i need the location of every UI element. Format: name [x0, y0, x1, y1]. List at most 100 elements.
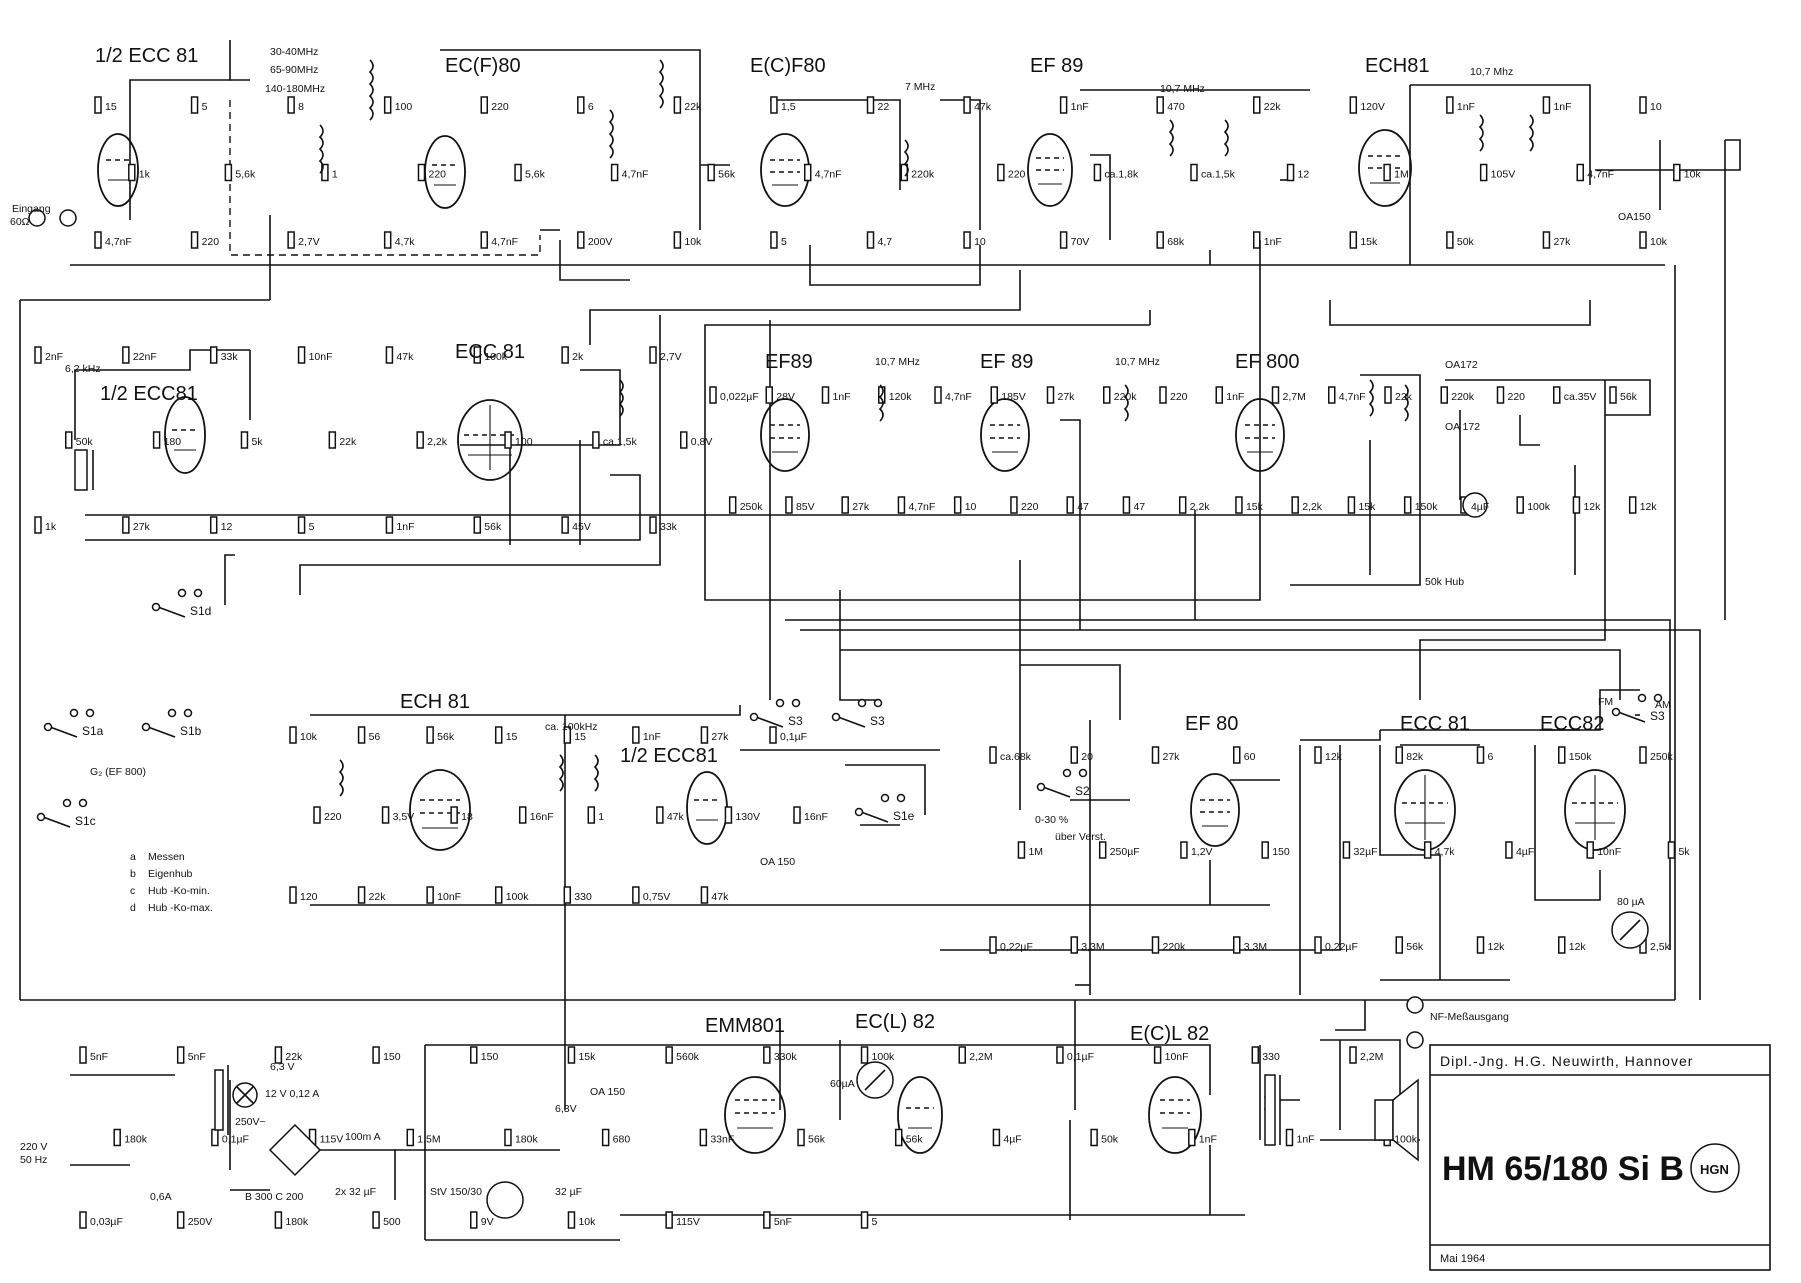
component-symbol — [34, 346, 42, 364]
tube-t17 — [897, 1076, 943, 1154]
component-symbol — [765, 386, 773, 404]
component-symbol — [190, 96, 199, 114]
component-symbol — [287, 231, 295, 249]
component-value: 330 — [1262, 1051, 1280, 1063]
component-value: 28V — [776, 391, 795, 403]
component-symbol — [289, 886, 297, 904]
component-symbol — [1286, 163, 1295, 182]
component-value: 250k — [1650, 751, 1674, 763]
component-value: 5 — [872, 1216, 878, 1228]
title-model: HM 65/180 Si B — [1442, 1150, 1684, 1188]
tube-t11 — [409, 769, 471, 851]
component-symbol — [383, 96, 392, 114]
component-symbol — [1151, 746, 1160, 764]
component-value: 0,1µF — [780, 731, 807, 743]
component-symbol — [128, 163, 136, 182]
component-value: 4µF — [1471, 501, 1489, 513]
switch-contact — [167, 708, 177, 718]
component-symbol — [897, 496, 906, 514]
switch-arm — [42, 816, 71, 828]
switch-contact — [36, 812, 46, 822]
component-value: 10k — [578, 1216, 596, 1228]
component-value: 12k — [1583, 501, 1601, 513]
tube-t12 — [686, 771, 728, 845]
component-symbol — [470, 1046, 478, 1064]
label-hub: 50k Hub — [1425, 576, 1464, 588]
switch-label: S1c — [75, 814, 96, 828]
component-symbol — [763, 1046, 771, 1064]
label-bridge: B 300 C 200 — [245, 1191, 304, 1203]
component-symbol — [1190, 163, 1198, 182]
label-lamp: 12 V 0,12 A — [265, 1088, 319, 1100]
component-symbol — [649, 516, 657, 534]
component-symbol — [1059, 96, 1068, 114]
label-eingang: Eingang — [12, 203, 51, 215]
component-symbol — [518, 806, 527, 824]
component-symbol — [724, 806, 733, 824]
component-symbol — [1153, 1046, 1162, 1064]
label-oa172a: OA172 — [1445, 359, 1478, 371]
component-value: 0,022µF — [720, 391, 759, 403]
label-f1: 30-40MHz — [270, 46, 318, 58]
switch-arm — [1617, 711, 1646, 723]
label-f7mhz: 7 MHz — [905, 81, 935, 93]
component-symbol — [297, 346, 306, 364]
component-value: 18 — [461, 811, 473, 823]
component-value: 5 — [781, 236, 787, 248]
switch-contact — [183, 708, 193, 718]
component-value: 100k — [506, 891, 530, 903]
component-value: ca.1,5k — [1201, 169, 1236, 181]
component-symbol — [289, 726, 297, 744]
component-symbol — [504, 1128, 512, 1147]
component-value: 1nF — [1264, 236, 1282, 248]
component-value: 27k — [711, 731, 729, 743]
component-symbol — [1403, 496, 1412, 514]
component-value: 1 — [332, 169, 338, 181]
component-value: 0,1µF — [1067, 1051, 1094, 1063]
component-value: 6 — [588, 101, 594, 113]
component-value: 4,7 — [878, 236, 893, 248]
tube-t8 — [760, 398, 810, 472]
switch-contact — [151, 602, 161, 612]
component-symbol — [797, 1128, 805, 1147]
component-symbol — [821, 386, 830, 404]
component-value: 0,75V — [643, 891, 670, 903]
component-value: 220 — [428, 169, 446, 181]
label-f62khz: 6,2 kHz — [65, 363, 101, 375]
switch-arm — [49, 726, 78, 738]
component-symbol — [770, 96, 778, 114]
component-symbol — [297, 516, 306, 534]
label-v250: 250V~ — [235, 1116, 266, 1128]
component-symbol — [803, 163, 812, 182]
tube-t16 — [724, 1076, 786, 1154]
component-value: 470 — [1167, 101, 1185, 113]
component-symbol — [866, 231, 875, 249]
component-value: 180k — [124, 1134, 148, 1146]
component-symbol — [122, 516, 130, 534]
component-symbol — [567, 1046, 576, 1064]
component-value: 330 — [574, 891, 592, 903]
component-value: 85V — [796, 501, 815, 513]
component-symbol — [785, 496, 793, 514]
component-symbol — [94, 96, 102, 114]
component-value: 16nF — [530, 811, 554, 823]
component-symbol — [707, 163, 715, 182]
component-symbol — [1667, 841, 1676, 859]
legend-key: d — [130, 902, 136, 914]
component-value: 68k — [1167, 236, 1185, 248]
component-symbol — [152, 431, 161, 449]
switch-arm — [1042, 786, 1071, 798]
component-value: 2,2k — [427, 436, 448, 448]
component-value: 56k — [1620, 391, 1638, 403]
switch-label: S1d — [190, 604, 211, 618]
component-value: 22 — [878, 101, 890, 113]
component-symbol — [673, 96, 682, 114]
component-value: 10nF — [309, 351, 333, 363]
component-symbol — [224, 163, 233, 182]
component-symbol — [769, 726, 777, 744]
component-value: 15k — [1360, 236, 1378, 248]
component-symbol — [728, 496, 737, 514]
component-value: 10 — [1650, 101, 1662, 113]
